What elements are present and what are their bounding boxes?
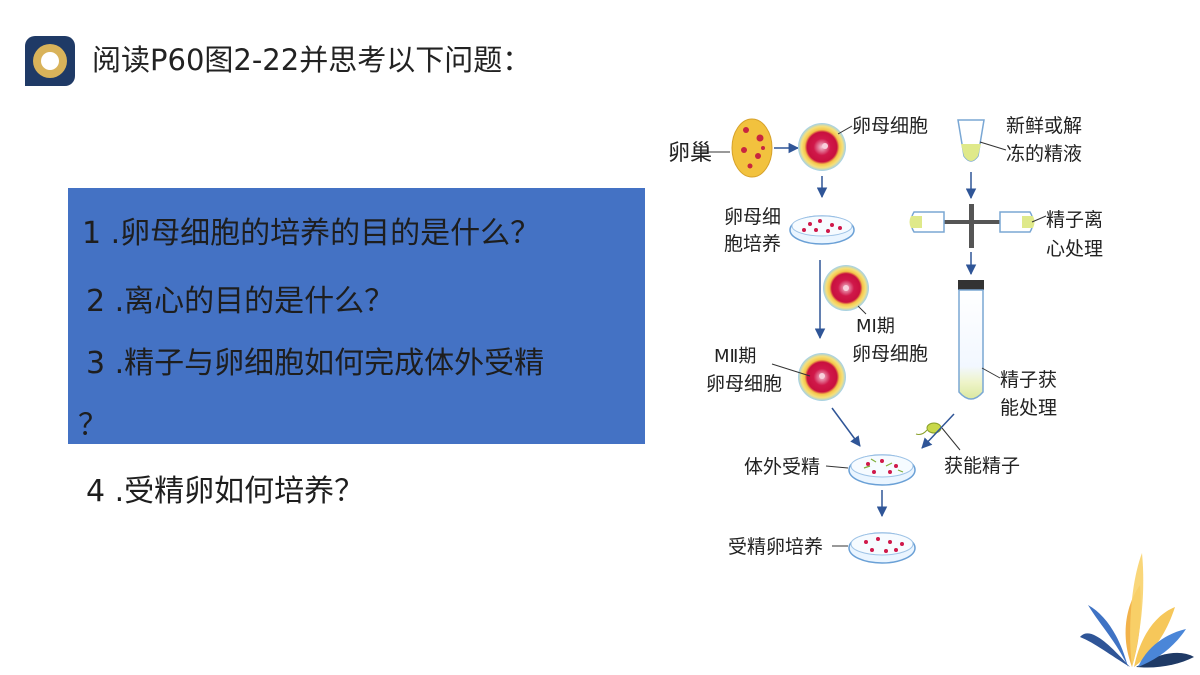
ovary-icon [731,118,773,178]
label-centrifuge-1: 精子离 [1046,209,1103,231]
plant-decoration-icon [1080,553,1194,668]
question-2: 2 .离心的目的是什么？ [86,284,395,319]
label-capacitation-1: 精子获 [1000,369,1057,391]
question-highlight-box [68,188,645,444]
mi-oocyte-icon [823,265,869,311]
label-fresh-semen-1: 新鲜或解 [1006,115,1082,137]
label-mii-1: MⅡ期 [714,346,756,367]
label-fresh-semen-2: 冻的精液 [1006,143,1082,165]
label-centrifuge-2: 心处理 [1046,238,1103,260]
question-3-continued: ？ [78,408,108,443]
label-oocyte-culture-2: 胞培养 [724,233,781,255]
label-oocyte: 卵母细胞 [852,115,928,137]
logo-icon [25,36,75,86]
label-zygote-culture: 受精卵培养 [728,536,823,558]
mii-oocyte-icon [798,353,846,401]
petri-dish-icon [789,215,855,245]
question-3: 3 .精子与卵细胞如何完成体外受精 [86,346,545,381]
capacitation-tube-icon [958,280,984,400]
page-title: 阅读P60图2-22并思考以下问题： [92,43,532,77]
logo-hole [41,52,59,70]
label-mi-1: MⅠ期 [856,316,895,337]
label-oocyte-culture-1: 卵母细 [724,206,781,228]
question-4: 4 .受精卵如何培养？ [86,474,365,509]
label-capacitation-2: 能处理 [1000,397,1057,419]
label-mii-2: 卵母细胞 [706,373,782,395]
zygote-dish-icon [848,532,916,564]
semen-tube-icon [957,119,985,162]
label-ivf: 体外受精 [744,456,820,478]
question-1: 1 .卵母细胞的培养的目的是什么？ [82,216,541,251]
ivf-dish-icon [848,454,916,486]
label-mi-2: 卵母细胞 [852,343,928,365]
label-ovary: 卵巢 [668,141,712,166]
ivf-process-diagram: 卵巢 卵母细胞 卵母细 胞培养 MⅠ期 卵母细胞 MⅡ期 卵母细胞 [668,115,1103,564]
label-capacitated-sperm: 获能精子 [944,455,1020,477]
oocyte-cell-icon [798,123,846,171]
centrifuge-icon [909,204,1035,248]
